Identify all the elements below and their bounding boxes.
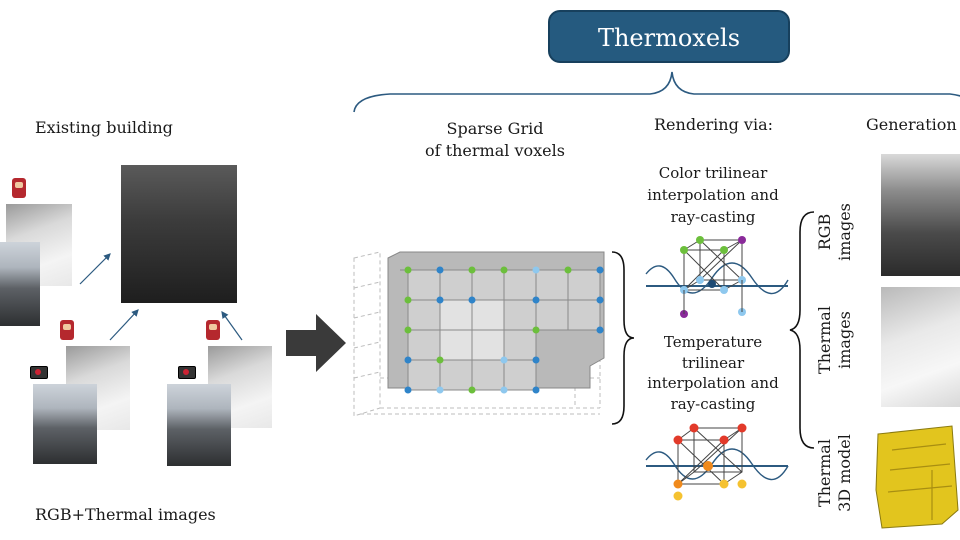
thermal-3d-label: Thermal 3D model	[815, 434, 854, 512]
rgb-camera-icon	[178, 366, 196, 379]
sparse-grid-label: Sparse Grid of thermal voxels	[425, 119, 565, 160]
temp-interp-label: Temperature trilinear interpolation and …	[647, 333, 779, 413]
rgb-camera-icon	[30, 366, 48, 379]
rgb-image-3	[167, 384, 231, 466]
input-arrows	[79, 253, 243, 341]
thermal-camera-icon	[12, 178, 26, 198]
rgb-images-label: RGB images	[815, 203, 854, 261]
rgb-image-2	[33, 384, 97, 464]
color-interp-label: Color trilinear interpolation and ray-ca…	[647, 164, 779, 226]
top-brace-icon	[353, 71, 960, 113]
temp-interp-cube	[645, 423, 789, 501]
generation-brace-icon	[789, 211, 815, 449]
grid-brace-icon	[611, 251, 635, 425]
generated-thermal-image	[881, 287, 960, 407]
generation-label: Generation	[866, 115, 957, 134]
big-right-arrow-icon	[286, 314, 346, 372]
existing-building-image	[121, 165, 237, 303]
generated-rgb-image	[881, 154, 960, 276]
existing-building-label: Existing building	[35, 118, 173, 137]
thermal-camera-icon	[206, 320, 220, 340]
sparse-voxel-grid	[353, 251, 605, 417]
thermal-images-label: Thermal images	[815, 306, 854, 374]
rgb-thermal-label: RGB+Thermal images	[35, 505, 216, 524]
thermal-camera-icon	[60, 320, 74, 340]
title-box: Thermoxels	[548, 10, 790, 63]
rendering-via-label: Rendering via:	[654, 115, 774, 134]
color-interp-cube	[645, 236, 789, 318]
rgb-image-1	[0, 242, 40, 326]
thermal-3d-model	[875, 425, 959, 529]
